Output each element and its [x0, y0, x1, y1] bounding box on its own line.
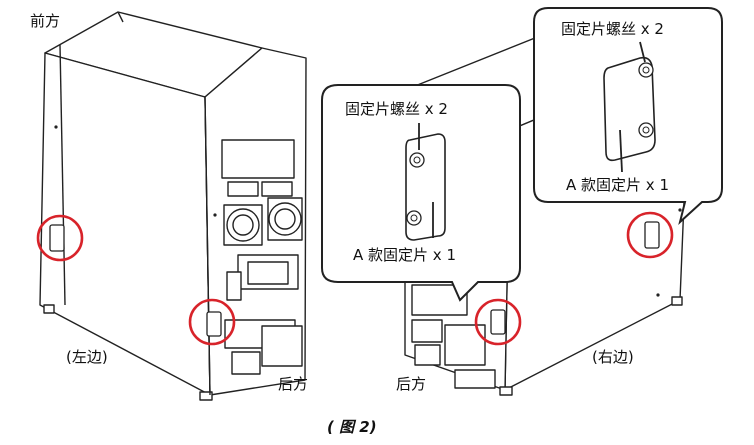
label-right-side: (右边): [592, 348, 634, 366]
figure-caption: ( 图 2): [327, 418, 377, 436]
left-ups-unit: [39, 11, 307, 401]
right-callout-bracket: A 款固定片 x 1: [566, 176, 669, 194]
attached-brackets: [49, 221, 660, 337]
left-callout-bracket: A 款固定片 x 1: [353, 246, 456, 264]
right-callout-screws: 固定片螺丝 x 2: [561, 20, 664, 38]
highlight-circles: [36, 211, 674, 346]
label-rear-right: 后方: [396, 375, 427, 393]
label-rear-left: 后方: [278, 375, 309, 393]
right-callout-bubble: [533, 7, 723, 225]
left-callout-screws: 固定片螺丝 x 2: [345, 100, 448, 118]
label-front: 前方: [30, 12, 61, 30]
label-left-side: (左边): [66, 348, 108, 366]
left-callout-bubble: [321, 84, 521, 302]
